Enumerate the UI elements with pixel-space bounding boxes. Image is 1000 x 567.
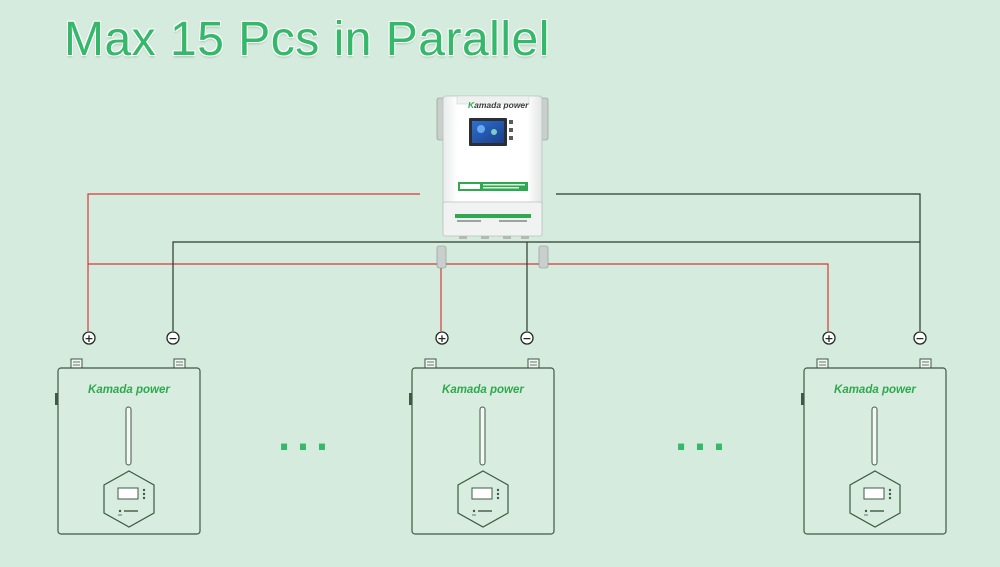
terminal-positive-middle-label: +: [437, 332, 446, 345]
terminal-positive-left-label: +: [84, 332, 93, 345]
battery-right-brand-logo: Kamada power: [834, 384, 916, 396]
ellipsis-right: ...: [675, 419, 732, 459]
terminal-positive-left: [82, 331, 96, 345]
terminal-positive-middle: [435, 331, 449, 345]
battery-left-brand-logo: Kamada power: [88, 384, 170, 396]
terminal-negative-middle: [520, 331, 534, 345]
positive-bus-wire: [88, 263, 829, 331]
negative-bus-wire: [172, 241, 920, 331]
battery-middle-brand-logo: Kamada power: [442, 384, 524, 396]
terminal-negative-middle-label: −: [522, 332, 531, 345]
ellipsis-left: ...: [278, 419, 335, 459]
inverter-brand-logo: Kamada power: [468, 100, 529, 110]
terminal-negative-left: [166, 331, 180, 345]
negative-bus: [172, 193, 921, 331]
inverter-unit: [436, 95, 549, 269]
terminal-negative-right-label: −: [915, 332, 924, 345]
page-title: Max 15 Pcs in Parallel: [64, 13, 550, 66]
terminal-negative-right: [913, 331, 927, 345]
terminal-negative-left-label: −: [168, 332, 177, 345]
terminal-positive-right: [822, 331, 836, 345]
positive-feed-wire: [87, 193, 420, 331]
positive-bus: [87, 193, 829, 331]
negative-feed-wire: [556, 193, 921, 331]
terminal-positive-right-label: +: [824, 332, 833, 345]
